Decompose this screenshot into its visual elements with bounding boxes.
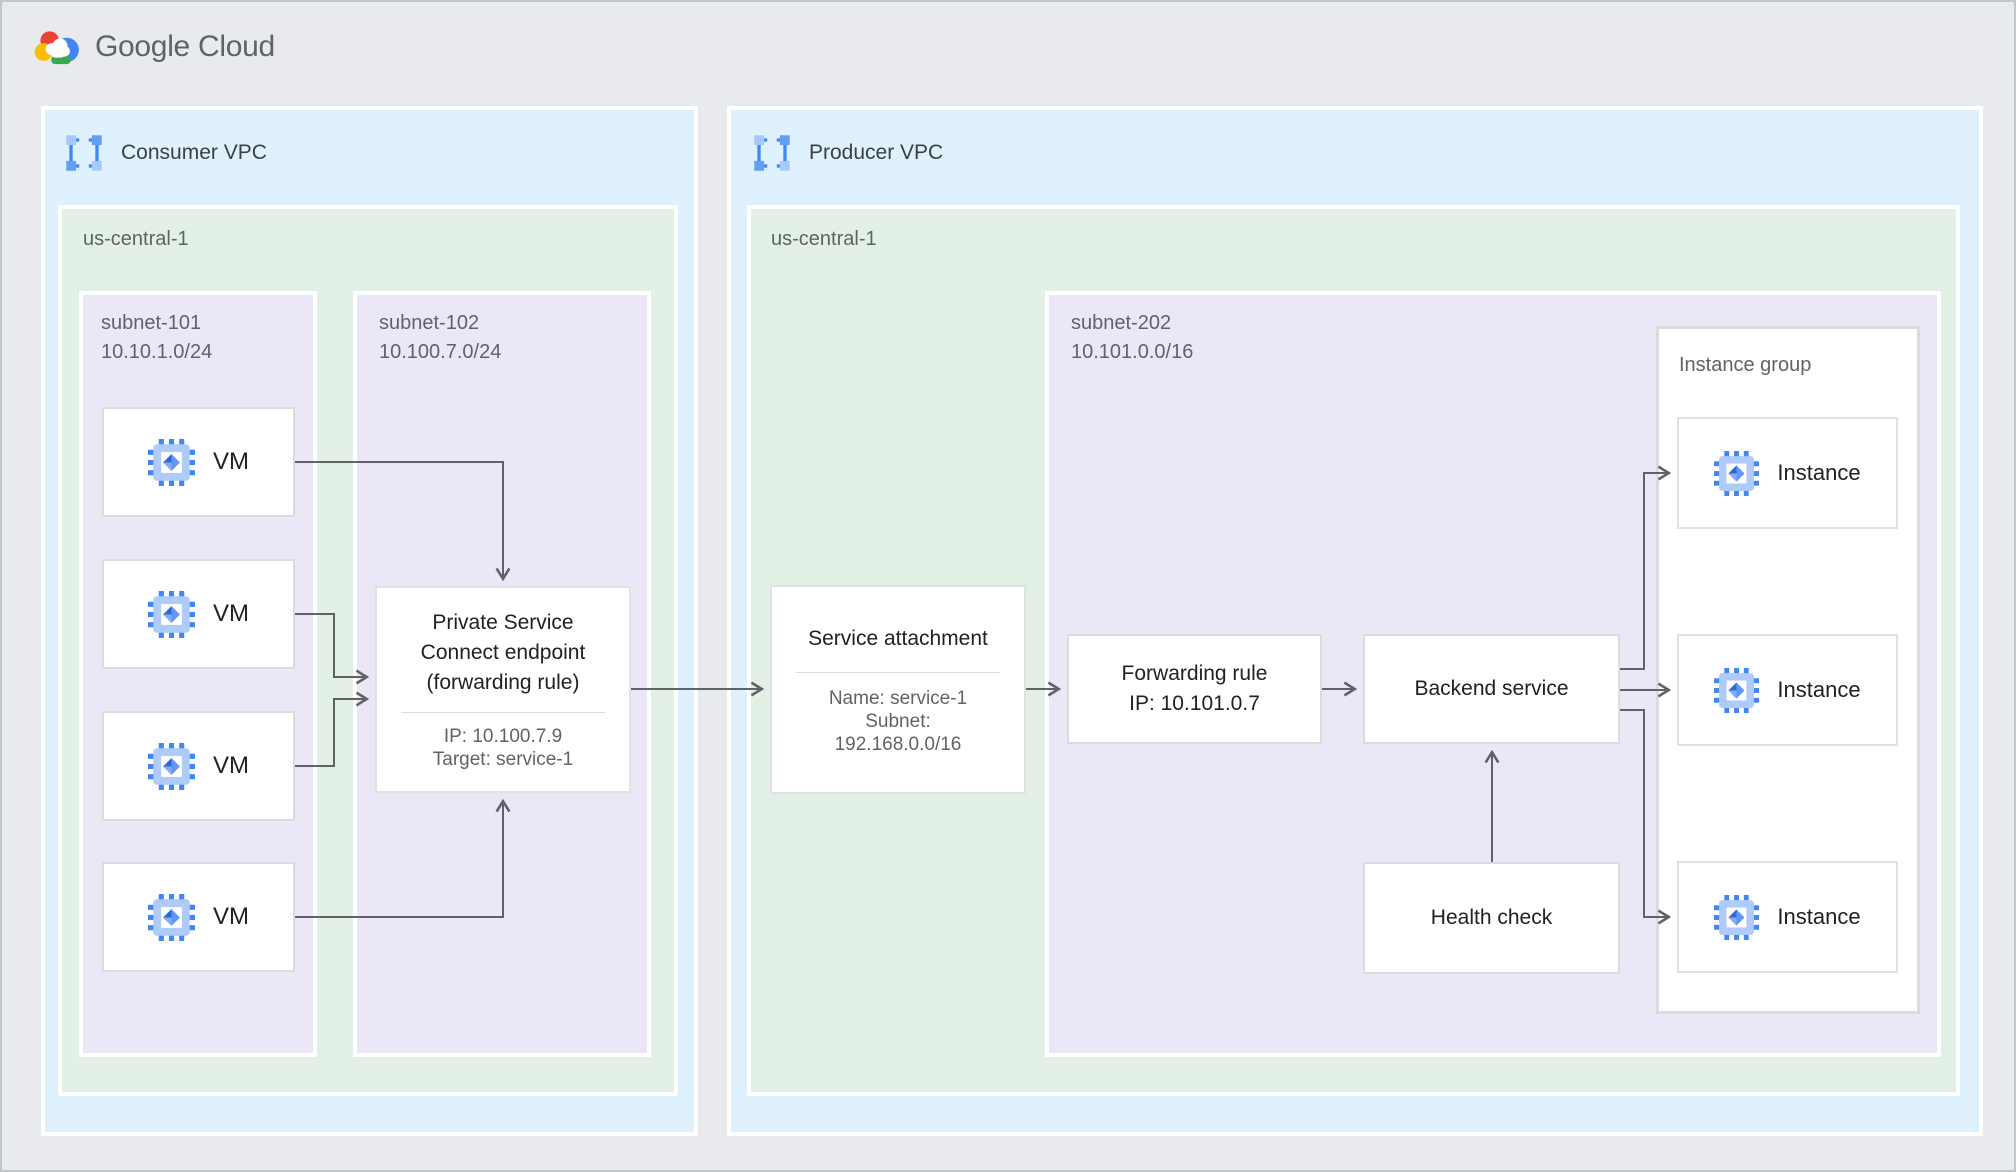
service-attachment-subnet-cidr: 192.168.0.0/16: [834, 733, 962, 755]
instance-node-2: Instance: [1677, 634, 1898, 746]
instance-label: Instance: [1777, 677, 1861, 702]
producer-vpc-label: Producer VPC: [809, 141, 944, 164]
subnet-102-cidr: 10.100.7.0/24: [379, 341, 502, 363]
vpc-icon: [65, 134, 103, 172]
psc-endpoint-title-line3: (forwarding rule): [426, 671, 580, 694]
vm-label: VM: [213, 600, 249, 627]
producer-vpc-header: Producer VPC: [753, 134, 943, 172]
vpc-icon: [753, 134, 791, 172]
service-attachment-subnet-label: Subnet:: [865, 710, 931, 732]
instance-label: Instance: [1777, 904, 1861, 929]
instance-label: Instance: [1777, 460, 1861, 485]
health-check-node: Health check: [1363, 862, 1620, 974]
forwarding-rule-title: Forwarding rule: [1121, 662, 1268, 685]
compute-engine-icon: [148, 439, 195, 486]
brand-wordmark: Google Cloud: [95, 30, 275, 63]
service-attachment-title: Service attachment: [808, 626, 988, 650]
subnet-202-name: subnet-202: [1071, 312, 1172, 334]
vm-label: VM: [213, 448, 249, 475]
compute-engine-icon: [1714, 895, 1759, 940]
backend-service-node: Backend service: [1363, 634, 1620, 744]
compute-engine-icon: [1714, 451, 1759, 496]
compute-engine-icon: [148, 743, 195, 790]
service-attachment-node: Service attachment Name: service-1 Subne…: [770, 585, 1026, 794]
compute-engine-icon: [1714, 668, 1759, 713]
vm-label: VM: [213, 903, 249, 930]
psc-endpoint-target: Target: service-1: [432, 749, 574, 770]
subnet-101-name: subnet-101: [101, 312, 202, 334]
divider: [796, 671, 1000, 673]
forwarding-rule-node: Forwarding rule IP: 10.101.0.7: [1067, 634, 1322, 744]
compute-engine-icon: [148, 591, 195, 638]
vm-label: VM: [213, 752, 249, 779]
subnet-102-name: subnet-102: [379, 312, 480, 334]
vm-node-1: VM: [102, 407, 295, 517]
consumer-vpc-header: Consumer VPC: [65, 134, 267, 172]
compute-engine-icon: [148, 894, 195, 941]
consumer-vpc-label: Consumer VPC: [121, 141, 267, 164]
service-attachment-name: Name: service-1: [828, 687, 968, 709]
vm-node-4: VM: [102, 862, 295, 972]
divider: [401, 712, 605, 713]
instance-node-3: Instance: [1677, 861, 1898, 973]
vm-node-2: VM: [102, 559, 295, 669]
psc-endpoint-node: Private Service Connect endpoint (forwar…: [375, 586, 631, 793]
subnet-202-cidr: 10.101.0.0/16: [1071, 341, 1194, 363]
subnet-202-label: subnet-202 10.101.0.0/16: [1071, 309, 1193, 367]
psc-endpoint-title-line2: Connect endpoint: [420, 641, 586, 664]
producer-region-label: us-central-1: [771, 228, 877, 250]
instance-node-1: Instance: [1677, 417, 1898, 529]
google-cloud-icon: [34, 28, 81, 66]
backend-service-title: Backend service: [1414, 677, 1569, 700]
subnet-101-cidr: 10.10.1.0/24: [101, 341, 213, 363]
subnet-101-label: subnet-101 10.10.1.0/24: [101, 309, 212, 367]
psc-endpoint-ip: IP: 10.100.7.9: [443, 726, 563, 747]
health-check-title: Health check: [1430, 906, 1553, 929]
forwarding-rule-ip: IP: 10.101.0.7: [1129, 692, 1260, 715]
vm-node-3: VM: [102, 711, 295, 821]
consumer-region-label: us-central-1: [83, 228, 189, 250]
instance-group-label: Instance group: [1679, 354, 1812, 376]
psc-endpoint-title-line1: Private Service: [432, 611, 574, 634]
subnet-102-label: subnet-102 10.100.7.0/24: [379, 309, 501, 367]
google-cloud-logo: Google Cloud: [34, 28, 275, 66]
